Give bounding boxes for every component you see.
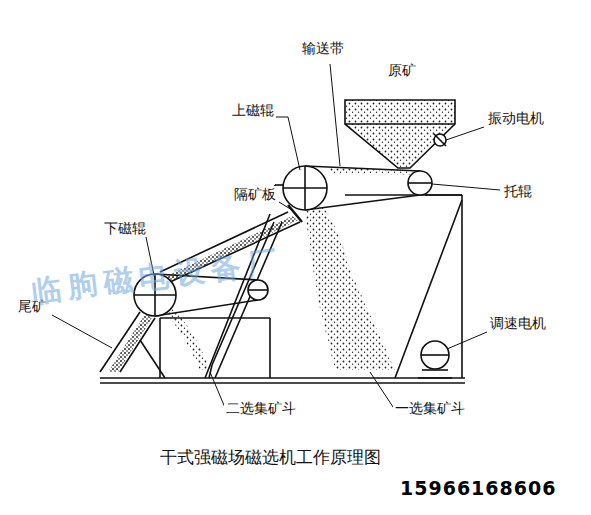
phone-number: 15966168606 xyxy=(398,478,558,500)
part-label: 托辊 xyxy=(502,183,534,199)
part-label: 隔矿板 xyxy=(232,186,278,202)
part-label: 下磁辊 xyxy=(102,220,148,236)
part-label: 调速电机 xyxy=(488,315,548,331)
part-label: 原矿 xyxy=(386,62,418,78)
part-label: 二选集矿斗 xyxy=(224,400,298,416)
part-label: 振动电机 xyxy=(486,110,546,126)
part-label: 一选集矿斗 xyxy=(393,400,467,416)
part-label: 输送带 xyxy=(300,40,346,56)
caption: 干式强磁场磁选机工作原理图 xyxy=(158,448,383,468)
part-label: 上磁辊 xyxy=(230,102,276,118)
